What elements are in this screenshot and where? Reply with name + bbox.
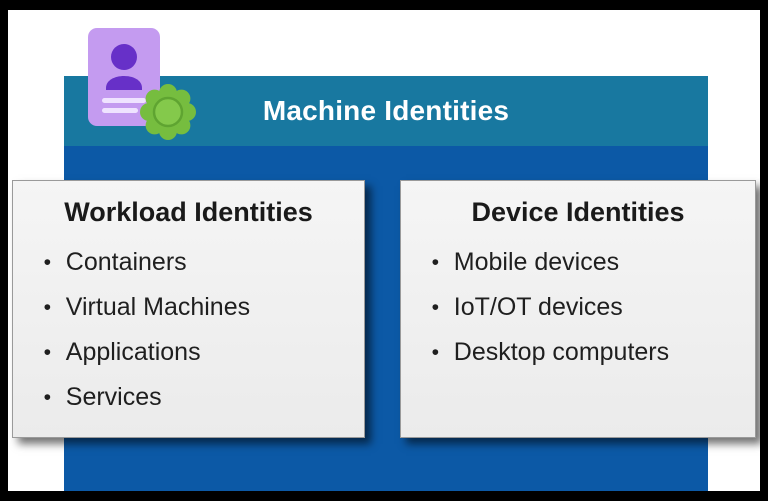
bullet-glyph: • (43, 295, 52, 319)
id-badge-icon (86, 26, 201, 146)
workload-item-list: • Containers • Virtual Machines • Applicati… (13, 240, 364, 420)
list-item-label: Applications (65, 338, 201, 366)
person-head-icon (111, 44, 137, 70)
list-item-label: Services (65, 383, 162, 411)
device-identities-card: Device Identities • Mobile devices • IoT/O… (400, 180, 756, 438)
list-item: • Containers (43, 240, 364, 285)
bullet-glyph: • (43, 340, 52, 364)
workload-identities-card: Workload Identities • Containers • Virtual… (12, 180, 365, 438)
id-badge-svg (88, 28, 196, 140)
person-body-icon (106, 76, 142, 90)
list-item: • Applications (43, 330, 364, 375)
device-item-list: • Mobile devices • IoT/OT devices • Desktop… (401, 240, 755, 375)
device-card-title: Device Identities (471, 197, 685, 227)
list-item-label: IoT/OT devices (453, 293, 623, 321)
list-item-label: Virtual Machines (65, 293, 251, 321)
card-line-1 (102, 98, 146, 103)
list-item: • Desktop computers (431, 330, 755, 375)
list-item: • IoT/OT devices (431, 285, 755, 330)
bullet-glyph: • (43, 385, 52, 409)
bullet-glyph: • (43, 250, 52, 274)
list-item: • Services (43, 375, 364, 420)
list-item: • Virtual Machines (43, 285, 364, 330)
card-line-2 (102, 108, 138, 113)
verified-seal-icon (140, 84, 196, 140)
bullet-glyph: • (431, 295, 440, 319)
list-item-label: Mobile devices (453, 248, 620, 276)
list-item-label: Desktop computers (453, 338, 670, 366)
slide-canvas: Machine Identities (8, 10, 760, 491)
list-item: • Mobile devices (431, 240, 755, 285)
page-title: Machine Identities (262, 95, 510, 126)
list-item-label: Containers (65, 248, 187, 276)
workload-card-title: Workload Identities (64, 197, 313, 227)
bullet-glyph: • (431, 250, 440, 274)
bullet-glyph: • (431, 340, 440, 364)
